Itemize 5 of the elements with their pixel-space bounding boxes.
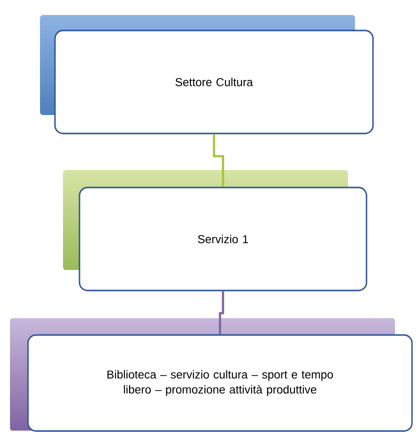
process-box: Servizio 1: [78, 186, 368, 292]
process-box: Biblioteca – servizio cultura – sport e tempo libero – promozione attività produttive: [27, 334, 413, 432]
connector-line: [212, 134, 224, 187]
process-box: Settore Cultura: [54, 30, 374, 134]
connector-line: [218, 291, 224, 334]
